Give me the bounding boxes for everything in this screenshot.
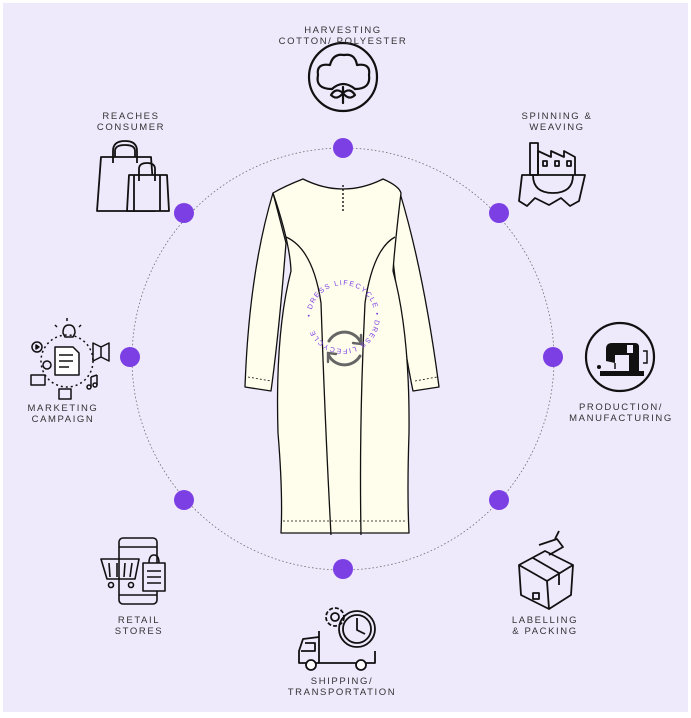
node-dot-right [543, 347, 563, 367]
lifecycle-svg: • DRESS LIFECYCLE • DRESS LIFECYCLE [30, 41, 656, 671]
label-shipping: SHIPPING/TRANSPORTATION [287, 676, 397, 698]
marketing-collage-icon [30, 318, 110, 400]
dress-illustration [244, 178, 440, 536]
shopping-bags-icon [96, 140, 170, 212]
node-dot-bottom [333, 559, 353, 579]
sewing-machine-icon [584, 321, 656, 393]
phone-cart-icon [100, 537, 166, 605]
lifecycle-diagram: • DRESS LIFECYCLE • DRESS LIFECYCLE [3, 3, 688, 712]
delivery-truck-clock-icon [298, 607, 376, 671]
node-dot-lower-right [489, 490, 509, 510]
box-tape-icon [518, 530, 574, 610]
node-dot-left [120, 347, 140, 367]
node-dot-lower-left [174, 490, 194, 510]
node-dots [120, 138, 563, 579]
node-dot-top [333, 138, 353, 158]
label-labelling: LABELLING& PACKING [511, 615, 579, 637]
node-dot-upper-right [489, 203, 509, 223]
label-production: PRODUCTION/MANUFACTURING [569, 402, 673, 424]
label-spinning: SPINNING &WEAVING [521, 111, 593, 133]
node-dot-upper-left [174, 203, 194, 223]
factory-gear-icon [518, 142, 586, 207]
recycle-arrows-icon [326, 330, 363, 367]
cotton-plant-icon [307, 41, 379, 113]
